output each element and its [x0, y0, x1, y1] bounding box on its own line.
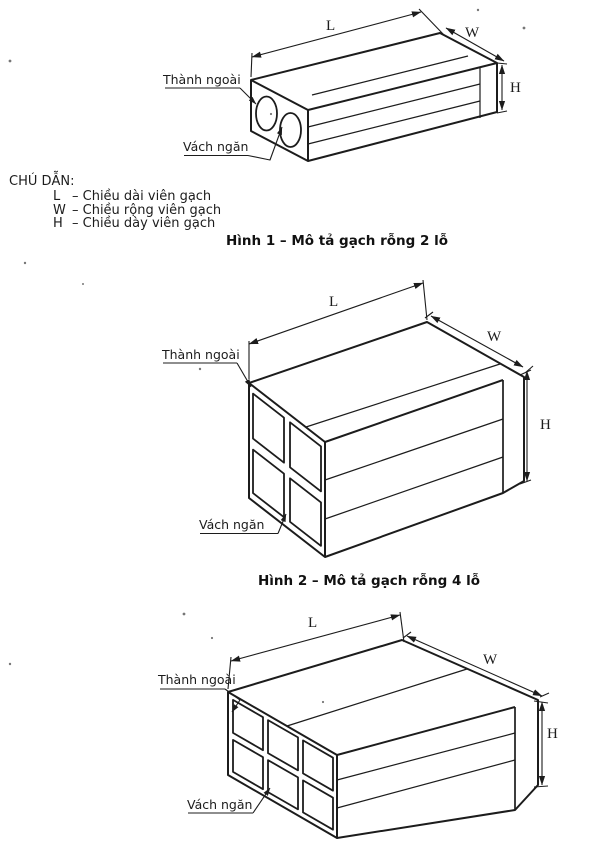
scan-noise-specks: [8, 8, 526, 704]
fig2-surface-lines: [305, 363, 504, 520]
fig2-dimensions: [248, 279, 534, 485]
fig3-dim-width-label: W: [483, 652, 498, 668]
fig1-dim-height-label: H: [510, 80, 521, 96]
legend-item-W: W – Chiều rộng viên gạch: [53, 202, 313, 218]
legend-description: – Chiều rộng viên gạch: [72, 202, 222, 218]
figure2-caption: Hình 2 – Mô tả gạch rỗng 4 lỗ: [257, 573, 481, 589]
fig1-brick-outline: [250, 32, 498, 162]
legend-symbol: W: [53, 202, 66, 218]
fig1-dim-length-label: L: [326, 18, 336, 34]
legend-description: – Chiều dày viên gạch: [72, 216, 216, 232]
fig1-outer-wall-label: Thành ngoài: [163, 72, 241, 87]
fig1-surface-lines: [307, 55, 481, 145]
fig2-dim-length-label: L: [329, 294, 339, 310]
fig1-dim-width-label: W: [465, 25, 480, 41]
legend-item-H: H – Chiều dày viên gạch: [53, 216, 313, 232]
legend-item-L: L – Chiều dài viên gạch: [53, 189, 313, 204]
fig1-leaders: [165, 87, 283, 161]
figure2-drawing: [163, 279, 534, 558]
legend-description: – Chiều dài viên gạch: [72, 189, 212, 204]
legend-title: CHÚ DẪN:: [9, 174, 75, 189]
legend-items: L – Chiều dài viên gạch W – Chiều rộng v…: [53, 189, 313, 232]
figure1-caption: Hình 1 – Mô tả gạch rỗng 2 lỗ: [225, 233, 449, 249]
fig3-dim-length-label: L: [308, 615, 318, 631]
fig2-dim-height-label: H: [540, 417, 551, 433]
legend-symbol: H: [53, 216, 63, 232]
fig3-holes: [232, 699, 334, 831]
fig1-holes: [255, 95, 302, 148]
legend-symbol: L: [53, 189, 61, 204]
fig3-partition-label: Vách ngăn: [187, 797, 253, 812]
figure1-drawing: [165, 8, 508, 162]
fig3-outer-wall-label: Thành ngoài: [158, 672, 236, 687]
fig3-leaders: [160, 688, 271, 814]
fig2-leaders: [163, 362, 287, 535]
fig1-partition-label: Vách ngăn: [183, 139, 249, 154]
fig2-outer-wall-label: Thành ngoài: [162, 347, 240, 362]
figure3-drawing: [160, 611, 550, 839]
fig3-dimensions: [227, 611, 550, 788]
fig1-dimensions: [250, 8, 508, 114]
fig3-dim-height-label: H: [547, 726, 558, 742]
fig2-dim-width-label: W: [487, 329, 502, 345]
fig2-partition-label: Vách ngăn: [199, 517, 265, 532]
